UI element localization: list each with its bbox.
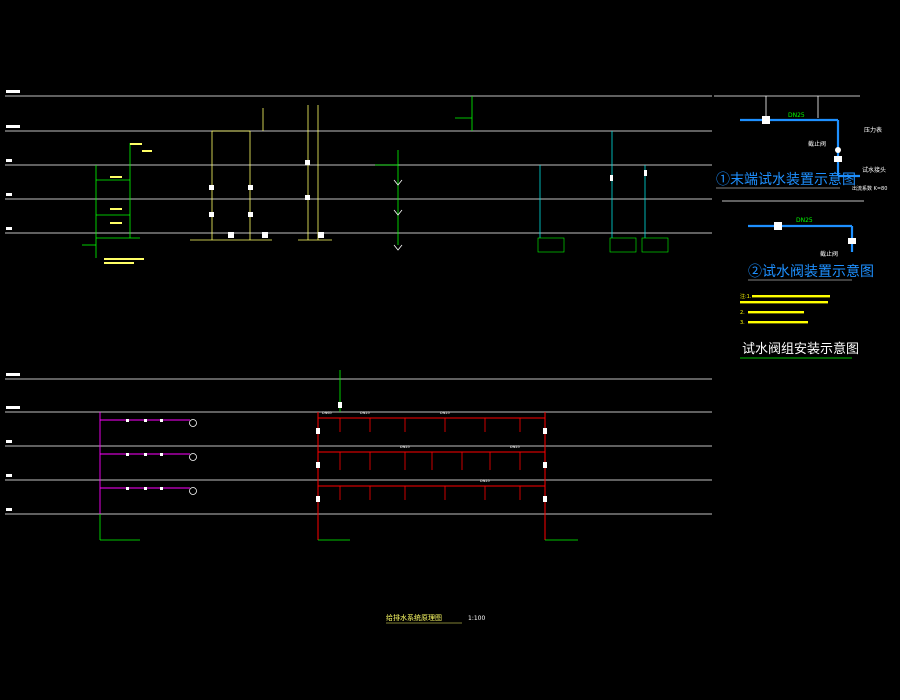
upper-floor-lines [5, 95, 712, 234]
pipe-label-4: DN25 [440, 411, 450, 415]
lower-red-risers [317, 412, 546, 540]
upper-yellow-valves [209, 160, 324, 238]
detail2-pipe [748, 224, 854, 252]
bottom-scale: 1:100 [468, 615, 485, 622]
detail1-fittings [762, 116, 842, 162]
upper-riser-yellow-2 [298, 105, 332, 241]
lower-green-feed [318, 370, 578, 541]
upper-riser-left-labels [104, 143, 152, 264]
note-line-3: 3. [740, 320, 745, 326]
upper-riser-center [375, 96, 473, 245]
upper-riser-left [82, 143, 140, 258]
detail1-hangers [765, 96, 819, 118]
detail1-valve-label: 截止阀 [808, 140, 826, 148]
detail1-title: ①末端试水装置示意图 [716, 171, 856, 188]
notes-block: 注:1. 2. 3. [740, 293, 830, 326]
detail1-coefficient-label: 出流系数 K=80 [852, 185, 887, 192]
detail1-pipe-label: DN25 [788, 112, 805, 119]
lower-pipe-labels: DN65 DN25 DN25 DN25 DN25 DN25 [322, 411, 520, 483]
upper-riser-right-labels [537, 237, 669, 253]
pipe-label-2: DN25 [360, 411, 370, 415]
install-title: 试水阀组安装示意图 [742, 341, 859, 357]
detail1-pressure-label: 压力表 [864, 126, 882, 134]
bottom-title: 给排水系统原理图 [386, 613, 442, 622]
upper-riser-right-marks [610, 170, 647, 181]
lower-floor-lines [5, 378, 712, 515]
lower-left-riser [99, 412, 190, 514]
pipe-label-6: DN25 [510, 445, 520, 449]
lower-floor-marks [6, 373, 20, 511]
detail2-title: ②试水阀装置示意图 [748, 263, 874, 280]
upper-riser-yellow-1 [190, 108, 272, 241]
lower-left-connectors [99, 514, 140, 541]
upper-riser-right [539, 131, 646, 238]
detail2-pipe-label: DN25 [796, 217, 813, 224]
lower-red-valves [316, 402, 547, 502]
note-line-2: 2. [740, 310, 745, 316]
pipe-label-3: DN25 [400, 445, 410, 449]
detail2-fittings [774, 222, 856, 244]
lower-red-branches [339, 418, 521, 500]
pipe-label-5: DN25 [480, 479, 490, 483]
upper-riser-center-symbols [393, 179, 403, 251]
detail1-outlet-label: 试水接头 [862, 166, 886, 174]
detail1-pipe [740, 118, 860, 178]
upper-floor-marks [6, 90, 20, 230]
lower-left-heads [126, 419, 163, 490]
note-line-1: 注:1. [740, 293, 752, 300]
detail2-valve-label: 截止阀 [820, 250, 838, 258]
lower-left-sprinklers [189, 419, 197, 495]
pipe-label-1: DN65 [322, 411, 332, 415]
